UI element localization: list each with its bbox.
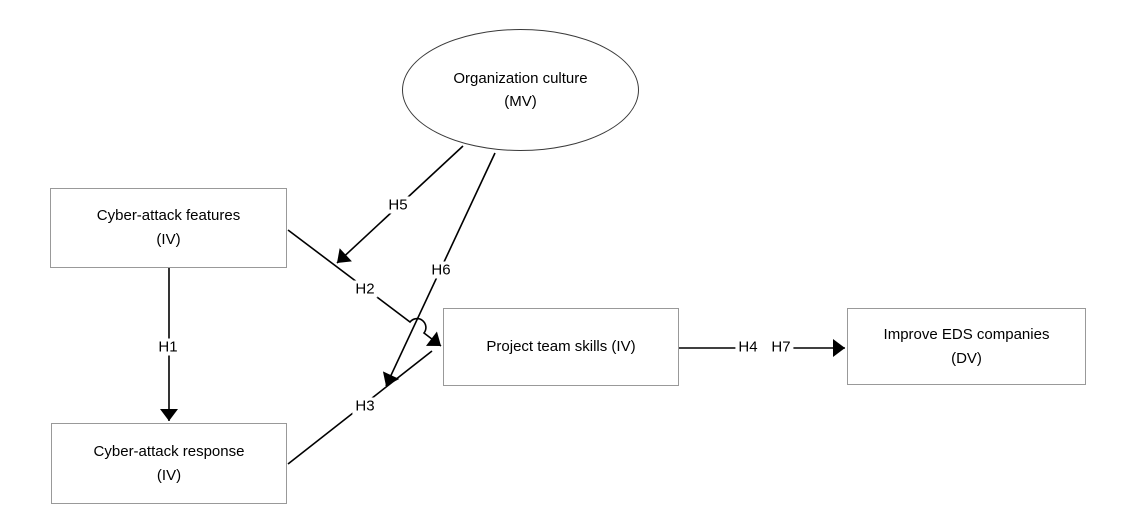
node-sublabel: (IV) — [156, 466, 182, 484]
node-organization-culture: Organization culture (MV) — [402, 29, 639, 151]
edge-label-h4: H4 — [735, 338, 761, 356]
node-cyber-attack-response: Cyber-attack response (IV) — [51, 423, 287, 504]
edge-label-h6: H6 — [428, 261, 454, 279]
edge-label-h7: H7 — [768, 338, 794, 356]
node-sublabel: (MV) — [504, 93, 537, 110]
node-cyber-attack-features: Cyber-attack features (IV) — [50, 188, 287, 268]
edge-h2-arrow — [287, 229, 442, 347]
node-label: Improve EDS companies — [883, 325, 1050, 343]
node-label: Cyber-attack response — [93, 442, 245, 460]
node-label: Cyber-attack features — [96, 207, 241, 224]
node-improve-eds-companies: Improve EDS companies (DV) — [847, 308, 1086, 385]
edge-label-h1: H1 — [155, 338, 181, 356]
node-project-team-skills: Project team skills (IV) — [443, 308, 679, 386]
node-sublabel: (IV) — [156, 231, 181, 248]
edge-label-h2: H2 — [352, 280, 378, 298]
edge-label-h3: H3 — [352, 397, 378, 415]
node-label: Project team skills (IV) — [486, 338, 636, 355]
node-label: Organization culture — [453, 70, 588, 87]
node-sublabel: (DV) — [951, 349, 982, 367]
edge-label-h5: H5 — [385, 196, 411, 214]
